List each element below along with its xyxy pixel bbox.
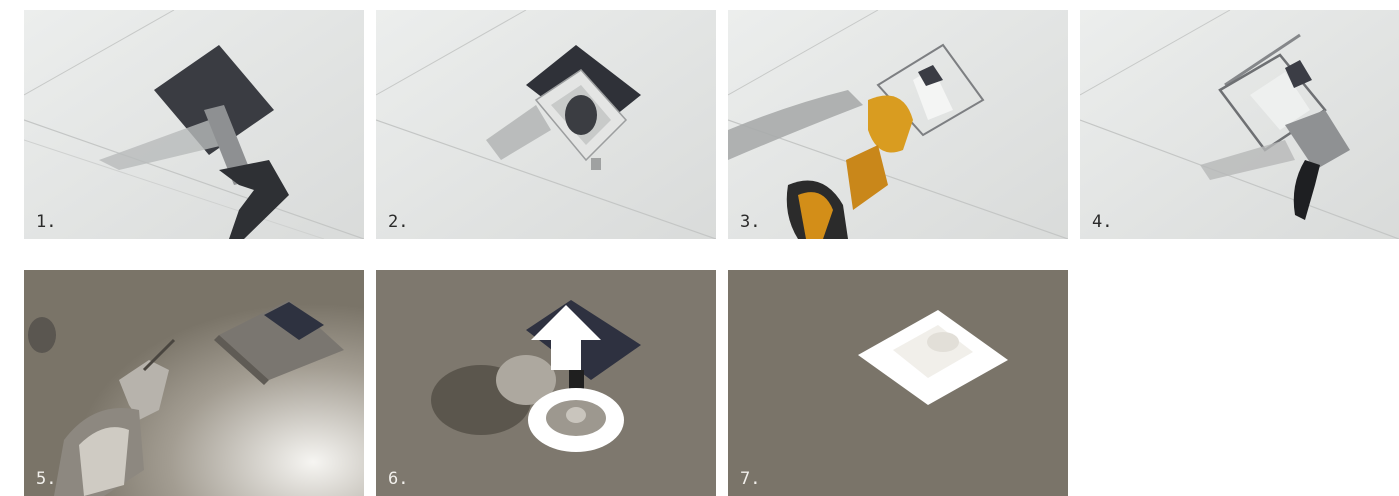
step-2-panel: 2. [376, 10, 716, 239]
step-1-panel: 1. [24, 10, 364, 239]
light-module-insertion-illustration [376, 270, 716, 496]
step-number: 6. [388, 471, 408, 488]
step-number: 7. [740, 471, 760, 488]
step-5-panel: 5. [24, 270, 364, 496]
spray-painting-illustration [24, 270, 364, 496]
plastering-illustration [1080, 10, 1399, 239]
step-3-panel: 3. [728, 10, 1068, 239]
step-7-panel: 7. [728, 270, 1068, 496]
step-number: 4. [1092, 214, 1112, 231]
step-4-panel: 4. [1080, 10, 1399, 239]
step-6-panel: 6. [376, 270, 716, 496]
step-number: 2. [388, 214, 408, 231]
installed-light-illustration [728, 270, 1068, 496]
step-number: 5. [36, 471, 56, 488]
step-number: 3. [740, 214, 760, 231]
step-number: 1. [36, 214, 56, 231]
frame-insertion-illustration [376, 10, 716, 239]
drill-illustration [728, 10, 1068, 239]
saw-cutting-illustration [24, 10, 364, 239]
